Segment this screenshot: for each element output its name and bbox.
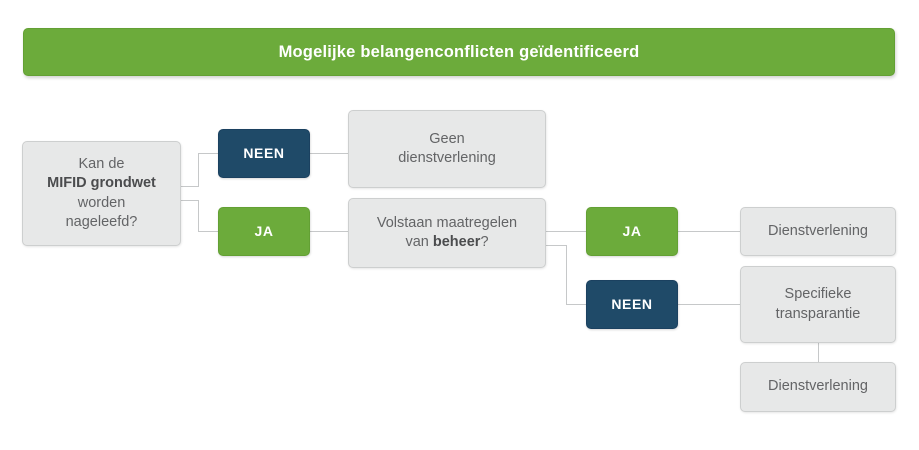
beheer-line-2-prefix: van: [405, 234, 433, 250]
connector-ja-entry: [198, 231, 219, 232]
node-outcome-dienstverlening-1-label: Dienstverlening: [768, 222, 868, 239]
connector-q1-ja-riser: [198, 200, 199, 232]
node-outcome-dienstverlening-1[interactable]: Dienstverlening: [740, 207, 896, 256]
mifid-line-4: nageleefd?: [65, 213, 138, 230]
node-answer-ja-1-label: JA: [254, 223, 274, 240]
node-outcome-geen-dienstverlening-label: Geen dienstverlening: [398, 130, 496, 166]
node-question-mifid[interactable]: Kan de MIFID grondwet worden nageleefd?: [22, 141, 181, 246]
node-answer-ja-2[interactable]: JA: [586, 207, 678, 256]
node-answer-neen-1-label: NEEN: [243, 145, 285, 162]
mifid-line-3: worden: [77, 194, 126, 211]
node-answer-neen-2[interactable]: NEEN: [586, 280, 678, 329]
node-question-mifid-label: Kan de MIFID grondwet worden nageleefd?: [39, 155, 164, 232]
connector-q1-neen-riser: [198, 153, 199, 187]
connector-volstaan-to-ja2: [546, 231, 586, 232]
node-outcome-dienstverlening-2-label: Dienstverlening: [768, 378, 868, 395]
mifid-line-1: Kan de: [78, 156, 125, 173]
connector-q1-to-ja-stub: [181, 200, 199, 201]
node-question-beheer[interactable]: Volstaan maatregelen van beheer?: [348, 198, 546, 268]
header-title: Mogelijke belangenconflicten geïdentific…: [278, 42, 640, 61]
node-outcome-specifieke-transparantie-label: Specifieke transparantie: [775, 286, 861, 322]
node-answer-ja-2-label: JA: [622, 223, 642, 240]
connector-volstaan-neen2-drop: [566, 245, 567, 305]
node-answer-ja-1[interactable]: JA: [218, 207, 310, 256]
connector-ja2-to-dienstverlening: [678, 231, 741, 232]
connector-q1-to-neen-stub: [181, 186, 199, 187]
connector-neen-entry: [198, 153, 219, 154]
header-banner: Mogelijke belangenconflicten geïdentific…: [23, 28, 895, 76]
beheer-line-1: Volstaan maatregelen: [376, 214, 518, 231]
connector-ja-to-volstaan: [310, 231, 349, 232]
connector-volstaan-to-neen2-stub: [546, 245, 567, 246]
node-outcome-specifieke-transparantie[interactable]: Specifieke transparantie: [740, 266, 896, 343]
connector-transparantie-to-dienstverlening2: [818, 342, 819, 363]
node-answer-neen-1[interactable]: NEEN: [218, 129, 310, 178]
connector-neen2-entry: [566, 304, 586, 305]
beheer-line-2-bold: beheer: [432, 234, 481, 250]
node-outcome-dienstverlening-2[interactable]: Dienstverlening: [740, 362, 896, 412]
mifid-line-2-bold: MIFID grondwet: [47, 175, 156, 192]
node-outcome-geen-dienstverlening[interactable]: Geen dienstverlening: [348, 110, 546, 188]
node-question-beheer-label: Volstaan maatregelen van beheer?: [369, 214, 525, 252]
beheer-line-2-suffix: ?: [480, 234, 489, 250]
connector-neen2-to-transparantie: [678, 304, 741, 305]
node-answer-neen-2-label: NEEN: [611, 296, 653, 313]
connector-neen-to-geen: [310, 153, 349, 154]
